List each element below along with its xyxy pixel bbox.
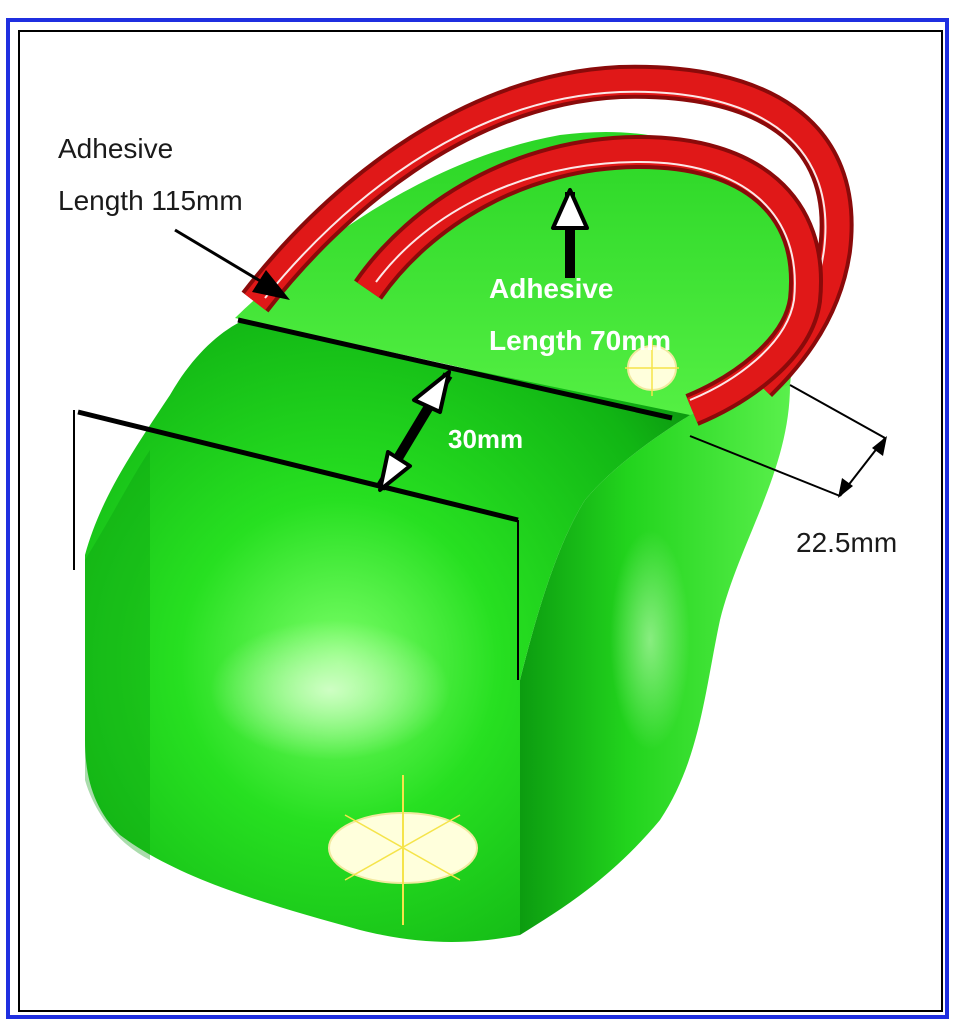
width-arrow [375, 370, 453, 492]
label-adhesive-long-2: Length 115mm [58, 185, 243, 216]
mounting-hole-top [625, 340, 679, 396]
adhesive-long-arrow [174, 228, 290, 300]
label-offset-dimension: 22.5mm [796, 527, 897, 558]
adhesive-bead-short [354, 134, 823, 426]
part-front-shade [85, 450, 150, 860]
edge-line-top [237, 317, 673, 421]
mounting-hole-bottom [328, 775, 478, 925]
offset-extension-lower [689, 435, 841, 497]
label-adhesive-short-2: Length 70mm [489, 325, 671, 356]
part-highlight-right [610, 530, 690, 750]
part-highlight [210, 620, 450, 760]
edge-line-front [77, 409, 519, 523]
label-width-dimension: 30mm [448, 424, 523, 454]
adhesive-short-arrow [551, 188, 589, 278]
offset-arrows [838, 436, 887, 498]
label-adhesive-long-1: Adhesive [58, 133, 173, 164]
label-adhesive-short-1: Adhesive [489, 273, 614, 304]
offset-extension-upper [789, 384, 886, 439]
